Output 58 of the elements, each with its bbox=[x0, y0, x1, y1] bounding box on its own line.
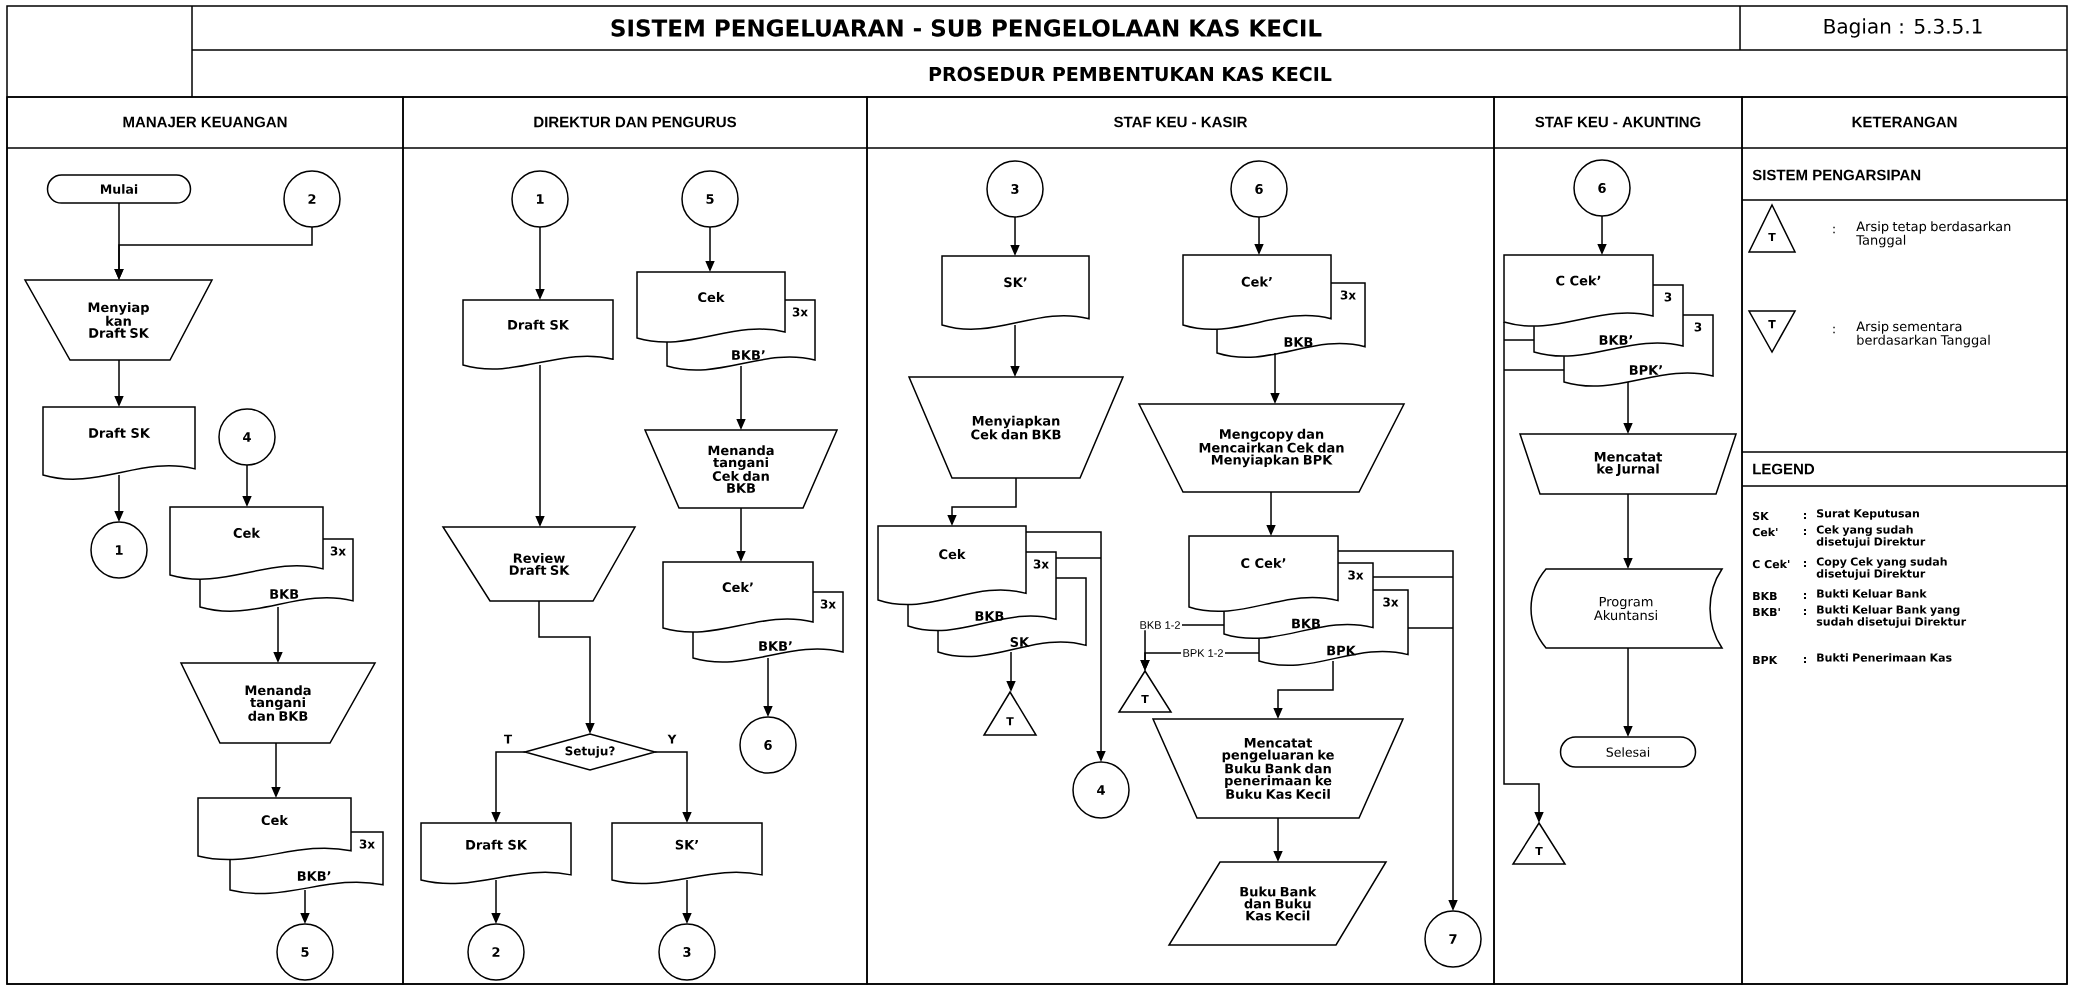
node-label: Cek bbox=[698, 292, 725, 303]
document-stack: Cek 3x BKB’ bbox=[636, 271, 816, 371]
legend-definition: Cek yang sudah disetujui Direktur bbox=[1816, 525, 1926, 548]
document-stack: C Cek’ 3 3 BKB’ BPK’ bbox=[1503, 254, 1714, 387]
document-stack: Cek’ 3x BKB bbox=[1182, 254, 1366, 358]
legend-term: SK bbox=[1753, 511, 1769, 521]
node-label: BKB’ bbox=[1599, 335, 1633, 345]
edge-label: Y bbox=[666, 733, 678, 745]
document-stack: Cek 3x BKB’ bbox=[197, 797, 384, 895]
legend-definition: Copy Cek yang sudah disetujui Direktur bbox=[1816, 557, 1947, 580]
node-label: 3 bbox=[1694, 322, 1702, 332]
legend-definition: Bukti Keluar Bank bbox=[1817, 589, 1927, 598]
legend-definition: Bukti Keluar Bank yang sudah disetujui Direktur bbox=[1816, 605, 1967, 628]
node-label: Cek bbox=[261, 815, 289, 826]
subtitle: PROSEDUR PEMBENTUKAN KAS KECIL bbox=[929, 66, 1332, 82]
terminator: Mulai bbox=[46, 174, 192, 204]
title: SISTEM PENGELUARAN - SUB PENGELOLAAN KAS KECIL bbox=[611, 19, 1322, 37]
edge-label: BPK 1-2 bbox=[1181, 647, 1225, 659]
separator-colon: : bbox=[1833, 226, 1835, 234]
node-label: BPK’ bbox=[1629, 365, 1662, 375]
node-label: 3 bbox=[1664, 292, 1672, 302]
section-heading: SISTEM PENGARSIPAN bbox=[1752, 169, 1921, 181]
separator-colon: : bbox=[1804, 561, 1806, 567]
document: Draft SK bbox=[462, 299, 614, 370]
legend-term: C Cek' bbox=[1752, 559, 1790, 569]
separator-colon: : bbox=[1804, 529, 1806, 535]
legend-term: Cek' bbox=[1752, 527, 1778, 537]
terminator: Selesai bbox=[1559, 736, 1697, 768]
legend-definition: Surat Keputusan bbox=[1817, 509, 1919, 520]
stored-data: Program Akuntansi bbox=[1530, 568, 1723, 649]
document-stack: Cek 3x BKB bbox=[169, 506, 354, 612]
separator-colon: : bbox=[1804, 593, 1806, 599]
node-label: 3x bbox=[1033, 559, 1049, 569]
separator-colon: : bbox=[1804, 657, 1806, 663]
legend-description: Arsip sementara berdasarkan Tanggal bbox=[1856, 321, 1990, 348]
node-label: Cek bbox=[233, 527, 261, 538]
section-heading: LEGEND bbox=[1753, 463, 1815, 475]
separator-colon: : bbox=[1804, 513, 1806, 519]
legend-term: BPK bbox=[1753, 656, 1778, 664]
document-stack: Cek 3x BKB SK bbox=[877, 525, 1087, 658]
edge-label: T bbox=[502, 733, 514, 745]
edge-label: BKB 1-2 bbox=[1138, 619, 1182, 631]
legend-description: Arsip tetap berdasarkan Tanggal bbox=[1856, 221, 2011, 248]
document: Draft SK bbox=[42, 406, 196, 480]
node-label: C Cek’ bbox=[1241, 557, 1286, 569]
section-number: Bagian : 5.3.5.1 bbox=[1824, 18, 1982, 38]
document-stack: Cek’ 3x BKB’ bbox=[662, 561, 844, 663]
legend-definition: Bukti Penerimaan Kas bbox=[1817, 653, 1952, 662]
node-label: 3x bbox=[1348, 570, 1364, 580]
legend-term: BKB' bbox=[1753, 608, 1780, 616]
node-label: Cek’ bbox=[722, 582, 753, 593]
separator-colon: : bbox=[1804, 609, 1806, 615]
document: Draft SK bbox=[420, 822, 572, 885]
document: SK’ bbox=[941, 255, 1090, 330]
document: SK’ bbox=[611, 822, 763, 885]
node-label: Cek bbox=[939, 549, 966, 560]
separator-colon: : bbox=[1833, 326, 1835, 334]
legend-term: BKB bbox=[1753, 592, 1777, 600]
